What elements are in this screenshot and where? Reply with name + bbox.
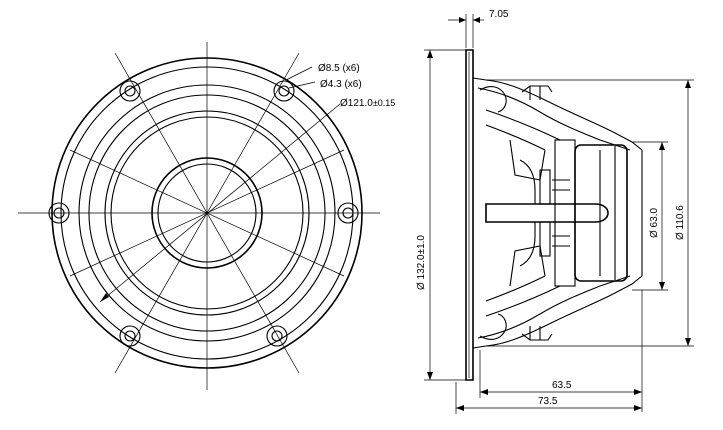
hole-small-label: Ø4.3 (x6) [320,79,362,90]
pcd-label: Ø121.0±0.15 [340,98,395,109]
terminal-top [521,85,553,100]
surround-top [479,86,507,113]
hole-large-label: Ø8.5 (x6) [318,63,360,74]
leader-hole-small [288,81,316,89]
frame-diameter-label: Ø 110.6 [675,205,686,240]
frame-contour-bottom-inner [477,275,631,339]
leader-hole-large [285,66,313,81]
cone-upper [485,109,561,181]
outer-diameter-label: Ø 132.0±1.0 [416,235,427,290]
depth-inner-label: 63.5 [552,380,572,391]
magnet-assembly [574,144,628,282]
mounting-hole-right [337,202,359,224]
mounting-hole-top-left [119,80,141,102]
frame-contour-top [472,77,643,213]
leader-pcd-arrow [100,293,109,302]
cone-lower [485,245,561,317]
frame-contour-top-inner [477,87,631,151]
mounting-hole-bottom-right [266,325,288,347]
depth-total-label: 73.5 [538,396,558,407]
terminal-bottom [521,326,553,341]
mounting-hole-left [48,202,70,224]
flange-plate [465,49,474,381]
magnet-diameter-label: Ø 63.0 [649,208,660,238]
frame-contour-bottom [472,213,643,349]
pole-piece [485,203,609,223]
surround-bottom [479,313,507,340]
leader-pcd [99,103,341,303]
flange-thickness-label: 7.05 [489,9,509,20]
side-view: 7.05 Ø 132.0±1.0 Ø 63.0 Ø 110.6 63.5 [416,9,694,414]
mounting-hole-top-right [273,80,295,102]
spoke-line-2 [69,149,345,277]
mounting-hole-bottom-left [119,325,141,347]
front-view: Ø8.5 (x6) Ø4.3 (x6) Ø121.0±0.15 [18,42,395,390]
